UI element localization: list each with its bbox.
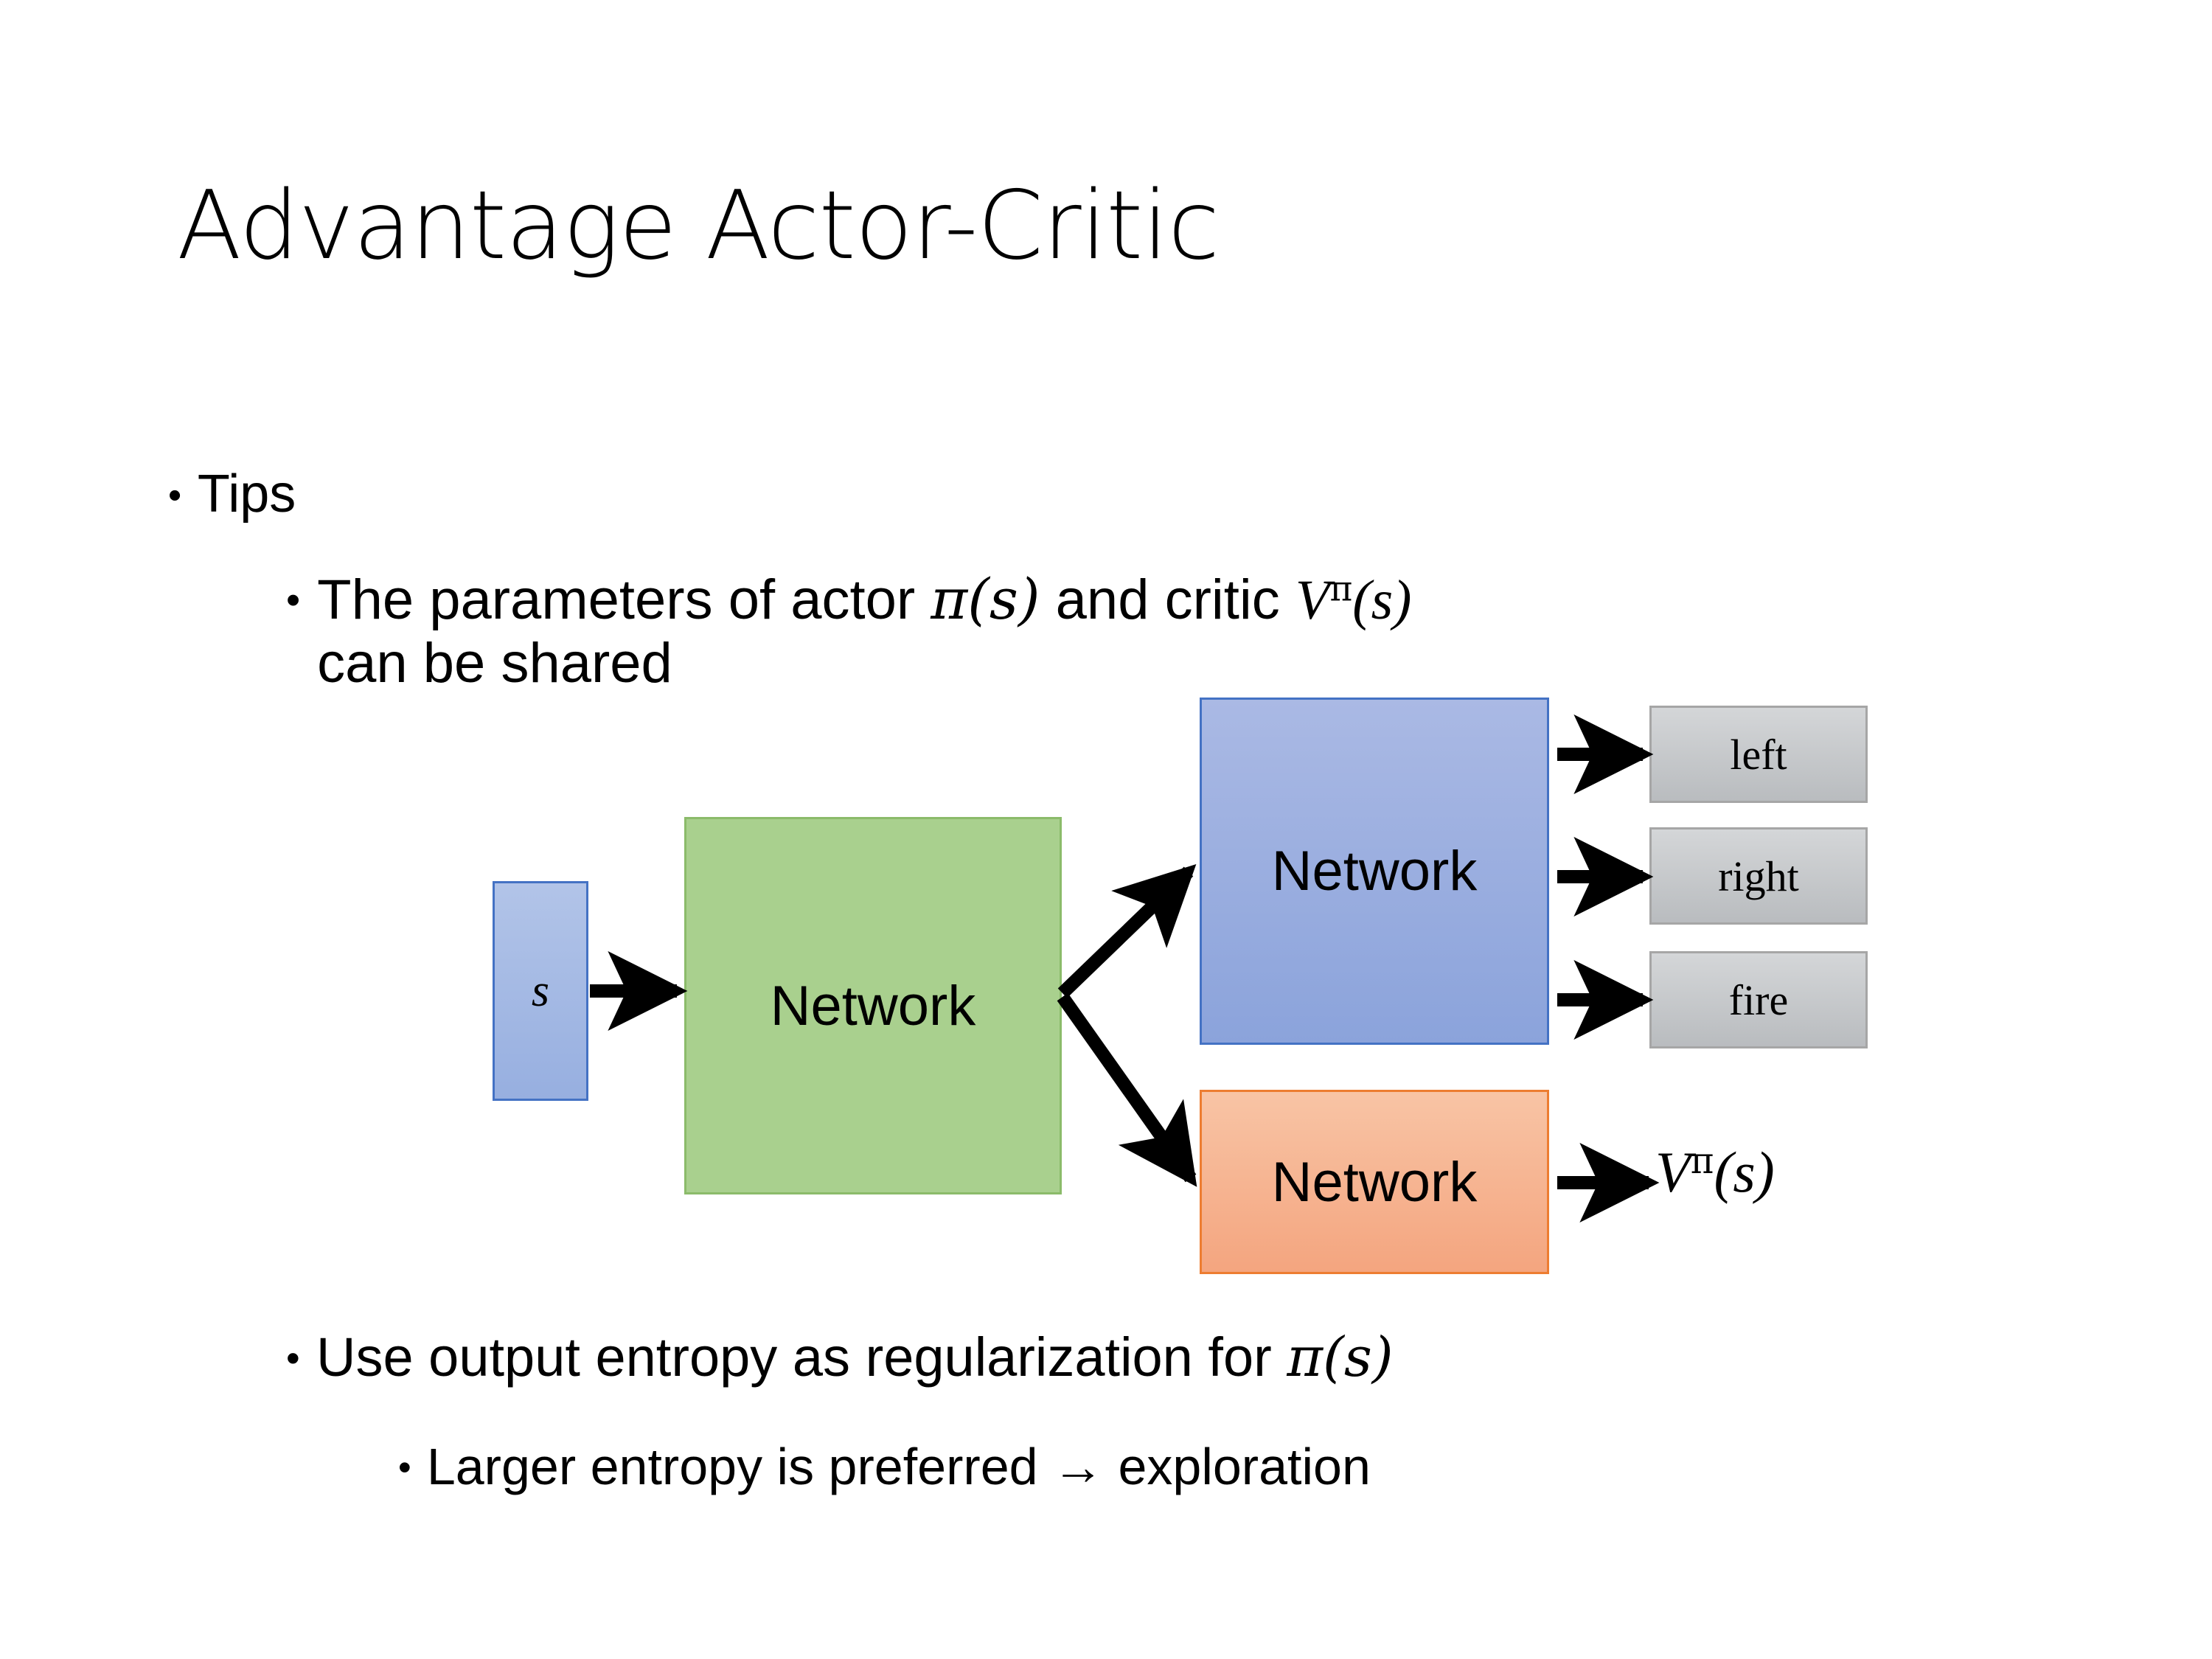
value-exponent-pi: π (1690, 1140, 1714, 1182)
bullet-marker-icon: • (286, 577, 301, 623)
action-box-left: left (1649, 706, 1868, 803)
arrow-shared-to-critic (1057, 992, 1197, 1187)
v-argument: (s) (1352, 569, 1412, 631)
value-function-output-label: Vπ(s) (1655, 1139, 1775, 1206)
bullet-larger-entropy: • Larger entropy is preferred → explorat… (398, 1438, 2094, 1495)
v-pi-of-s-math: Vπ(s) (1295, 569, 1412, 631)
value-argument: (s) (1714, 1140, 1775, 1204)
state-input-box: s (493, 881, 588, 1101)
action-label-right: right (1718, 852, 1799, 900)
bullet-tips: • Tips (168, 465, 296, 524)
shared-text-middle: and critic (1040, 568, 1295, 631)
v-exponent-pi: π (1329, 568, 1353, 610)
bullet-tips-label: Tips (197, 465, 296, 524)
critic-network-box: Network (1200, 1090, 1549, 1274)
action-label-fire: fire (1728, 975, 1789, 1024)
bullet-entropy-text: Use output entropy as regularization for… (316, 1326, 2056, 1389)
bullet-marker-icon: • (286, 1336, 300, 1380)
bullet-marker-icon: • (398, 1446, 411, 1489)
bullet-marker-icon: • (168, 473, 182, 516)
shared-text-line2: can be shared (317, 632, 672, 695)
state-label: s (531, 965, 550, 1016)
shared-text-before-pi: The parameters of actor (317, 568, 931, 631)
action-label-left: left (1730, 730, 1787, 779)
bullet-shared-parameters: • The parameters of actor π(s) and criti… (286, 568, 1997, 695)
bullet-entropy-regularization: • Use output entropy as regularization f… (286, 1326, 2056, 1389)
shared-network-label: Network (770, 974, 976, 1037)
shared-network-box: Network (684, 817, 1062, 1194)
bullet-larger-label: Larger entropy is preferred → exploratio… (426, 1438, 1371, 1495)
pi-of-s-math: π(s) (1287, 1326, 1394, 1389)
critic-network-label: Network (1271, 1150, 1478, 1214)
action-box-right: right (1649, 827, 1868, 925)
bullet-shared-text: The parameters of actor π(s) and critic … (317, 568, 1997, 695)
arrow-shared-to-actor (1057, 864, 1197, 998)
action-box-fire: fire (1649, 951, 1868, 1048)
value-base: V (1655, 1140, 1691, 1204)
v-base: V (1295, 569, 1330, 631)
page-title: Advantage Actor-Critic (177, 171, 1220, 281)
pi-of-s-math: π(s) (931, 566, 1040, 632)
actor-network-box: Network (1200, 698, 1549, 1045)
actor-network-label: Network (1271, 840, 1478, 902)
entropy-text-before-pi: Use output entropy as regularization for (316, 1326, 1287, 1388)
